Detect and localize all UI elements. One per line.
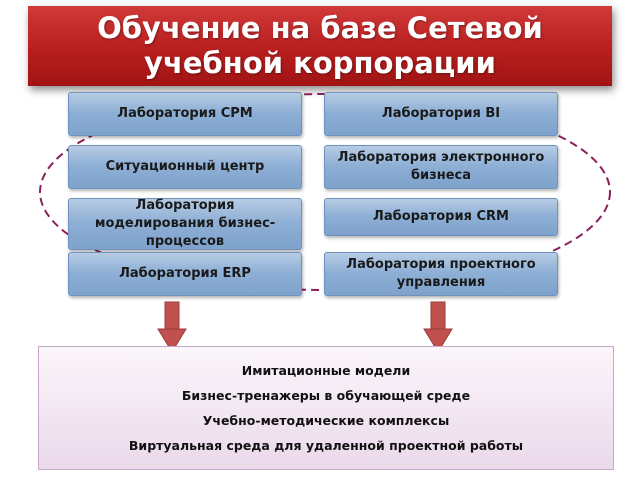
outcome-item: Бизнес-тренажеры в обучающей среде — [181, 388, 471, 403]
lab-process-modeling-label: Лаборатория моделирования бизнес-процесс… — [94, 198, 276, 249]
outcome-item: Виртуальная среда для удаленной проектно… — [128, 438, 524, 453]
lab-bi[interactable]: Лаборатория BI — [324, 92, 558, 136]
arrow-right — [423, 301, 453, 353]
lab-erp[interactable]: Лаборатория ERP — [68, 252, 302, 296]
outcome-item: Учебно-методические комплексы — [202, 413, 450, 428]
lab-bi-label: Лаборатория BI — [381, 106, 501, 121]
arrow-left — [157, 301, 187, 353]
lab-project-management[interactable]: Лаборатория проектного управления — [324, 252, 558, 296]
lab-cpm[interactable]: Лаборатория CPM — [68, 92, 302, 136]
lab-erp-label: Лаборатория ERP — [119, 266, 251, 281]
outcome-item: Имитационные модели — [241, 363, 411, 378]
page-title: Обучение на базе Сетевой учебной корпора… — [97, 11, 543, 80]
lab-cpm-label: Лаборатория CPM — [117, 106, 253, 121]
lab-situation-center[interactable]: Ситуационный центр — [68, 145, 302, 189]
outcomes-box: Имитационные модели Бизнес-тренажеры в о… — [38, 346, 614, 470]
lab-ebusiness-label: Лаборатория электронного бизнеса — [337, 150, 545, 183]
lab-crm[interactable]: Лаборатория CRM — [324, 198, 558, 236]
lab-crm-label: Лаборатория CRM — [373, 209, 509, 224]
lab-situation-center-label: Ситуационный центр — [105, 159, 265, 174]
lab-project-management-label: Лаборатория проектного управления — [346, 257, 536, 290]
lab-ebusiness[interactable]: Лаборатория электронного бизнеса — [324, 145, 558, 189]
title-banner: Обучение на базе Сетевой учебной корпора… — [28, 6, 612, 86]
lab-process-modeling[interactable]: Лаборатория моделирования бизнес-процесс… — [68, 198, 302, 250]
